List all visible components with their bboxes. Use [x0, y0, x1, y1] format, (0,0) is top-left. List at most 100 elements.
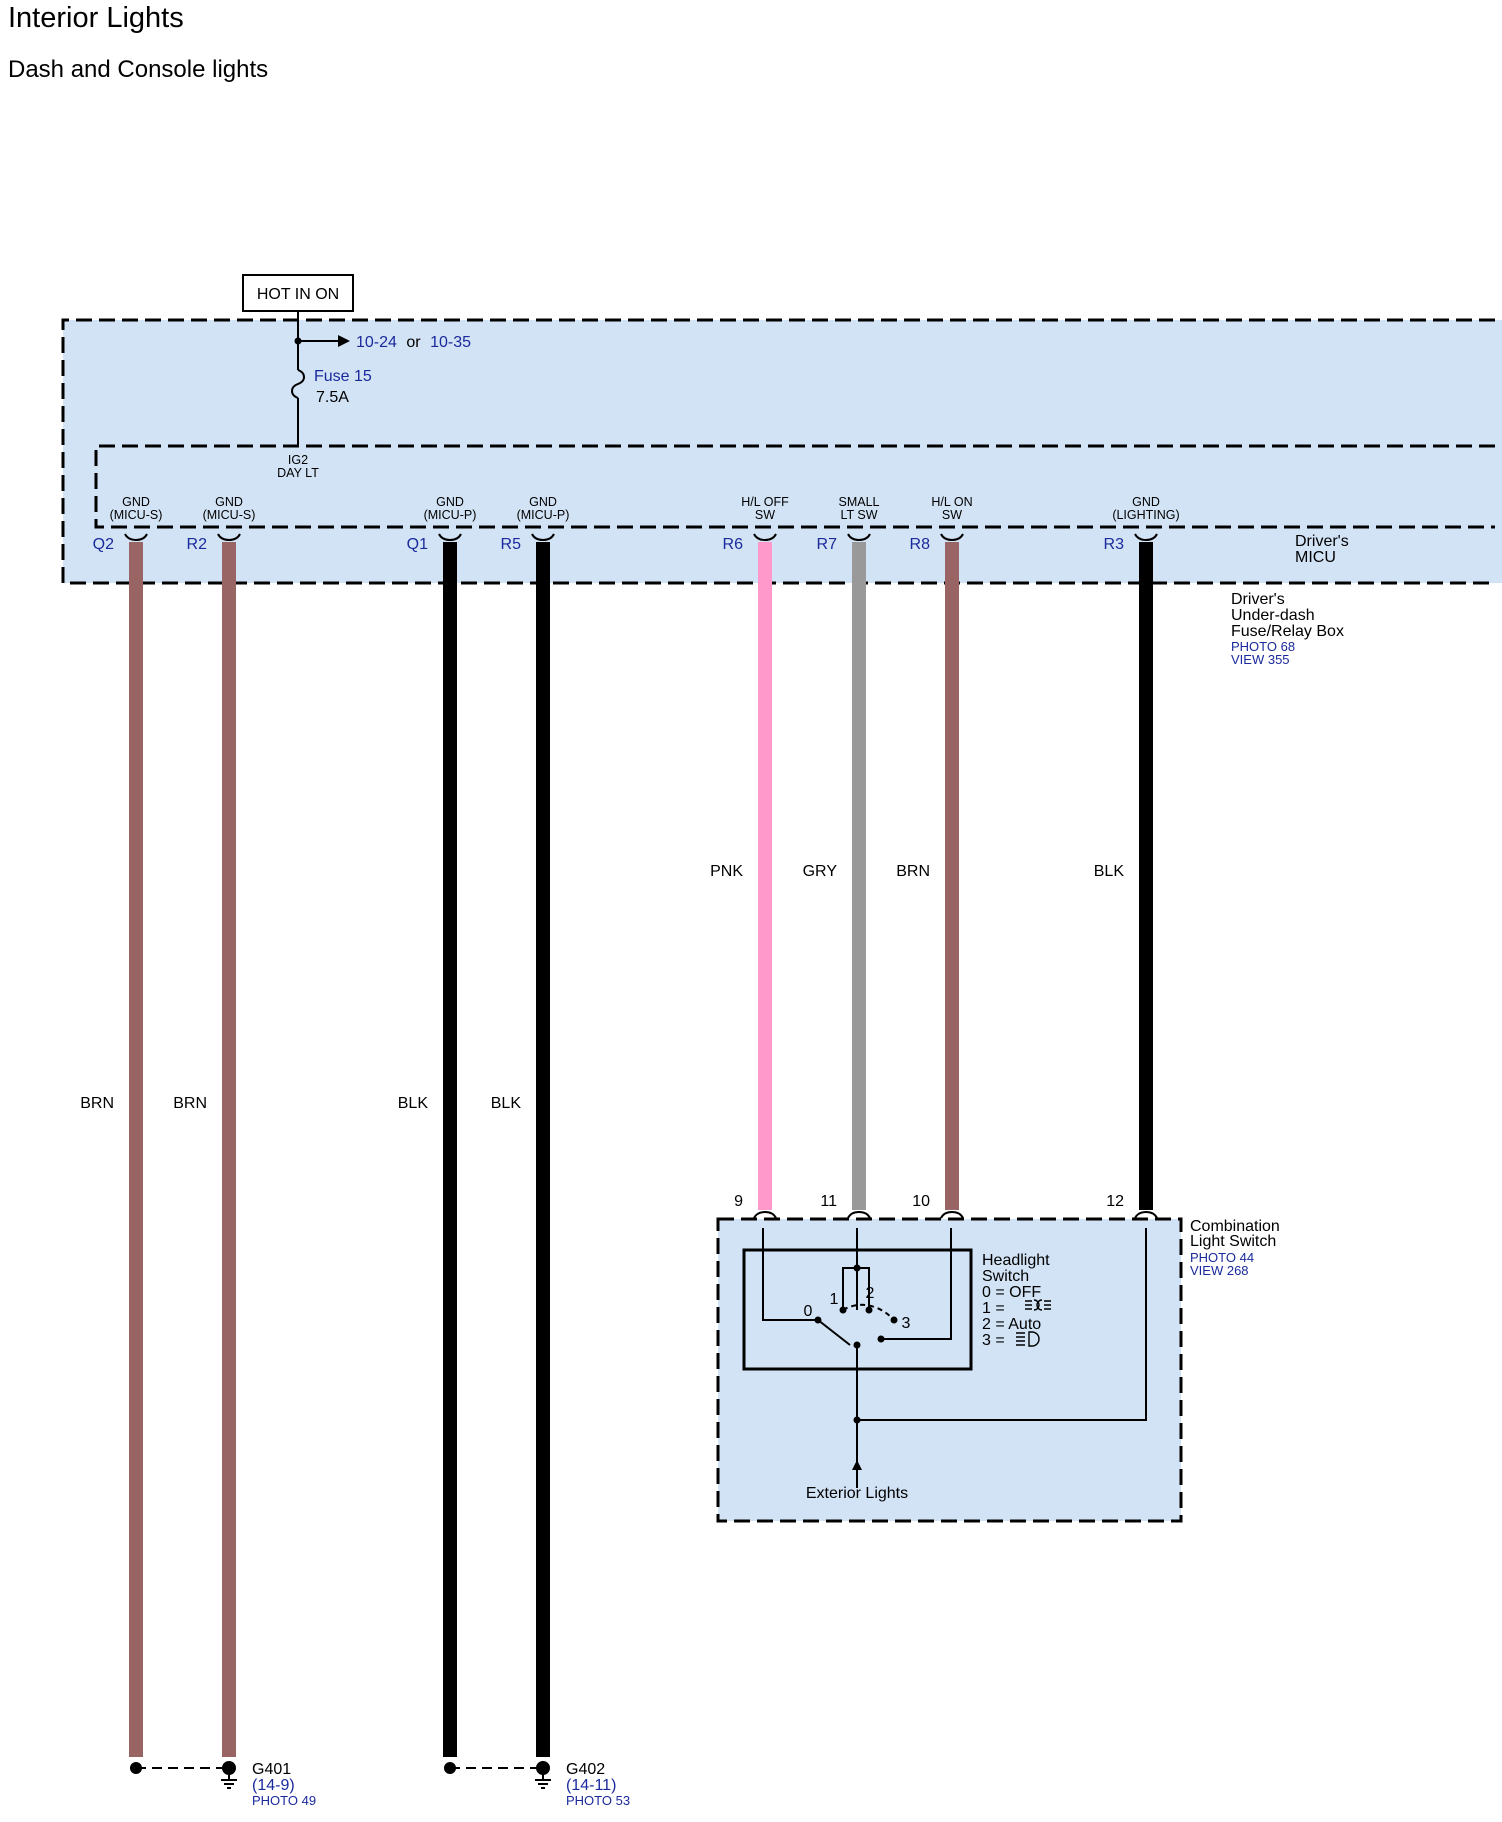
fusebox-name-2: Under-dash: [1231, 607, 1315, 624]
switch-contacts: [814, 1264, 898, 1470]
pin-r7-label: R7: [817, 536, 838, 553]
wire-r3-color: BLK: [1094, 863, 1125, 880]
wire-r2-color: BRN: [173, 1095, 207, 1112]
hot-in-on-label: HOT IN ON: [257, 286, 339, 303]
pin-r8-function-detail: SW: [942, 508, 962, 522]
connector-r3-icon: [1134, 533, 1158, 542]
ground-g402-ref-link[interactable]: (14-11): [566, 1777, 616, 1794]
pin-q1-function-detail: (MICU-P): [424, 508, 477, 522]
ref-10-24-link[interactable]: 10-24: [356, 334, 397, 351]
wire-q1-color: BLK: [398, 1095, 429, 1112]
switch-pos-1: 1: [830, 1291, 839, 1308]
pin-r8-function: H/L ON: [931, 495, 972, 509]
switch-connector-9-icon: [753, 1210, 777, 1219]
day-lt-label: DAY LT: [277, 466, 319, 480]
ground-g401-name: G401: [252, 1761, 291, 1778]
connector-r2-icon: [217, 533, 241, 542]
connector-r6-icon: [753, 533, 777, 542]
switch-name-1: Combination: [1190, 1218, 1280, 1235]
switch-pin-9-label: 9: [734, 1193, 743, 1210]
ground-g402-name: G402: [566, 1761, 605, 1778]
connector-r7-icon: [847, 533, 871, 542]
headlight-switch-name-2: Switch: [982, 1268, 1029, 1285]
pin-r3-function-detail: (LIGHTING): [1112, 508, 1179, 522]
pin-r6-function: H/L OFF: [741, 495, 789, 509]
fuse-15: [291, 311, 350, 446]
wire-q2-color: BRN: [80, 1095, 114, 1112]
wire-r5-color: BLK: [491, 1095, 522, 1112]
pin-r5-function-detail: (MICU-P): [517, 508, 570, 522]
pin-q1-label: Q1: [407, 536, 428, 553]
connector-r5-icon: [531, 533, 555, 542]
ground-g401-ref-link[interactable]: (14-9): [252, 1777, 295, 1794]
arrow-right-icon: [338, 335, 350, 347]
switch-box-outline: [716, 1217, 1183, 1523]
ground-g402-photo-link[interactable]: PHOTO 53: [566, 1793, 630, 1808]
micu-outline: [94, 444, 1495, 529]
switch-pos-2: 2: [866, 1285, 875, 1302]
switch-pin-11-label: 11: [820, 1193, 837, 1210]
switch-connector-11-icon: [847, 1210, 871, 1219]
page-title: Interior Lights: [8, 2, 184, 34]
switch-photo-link[interactable]: PHOTO 44: [1190, 1250, 1254, 1265]
fusebox-name-1: Driver's: [1231, 591, 1285, 608]
fusebox-view-link[interactable]: VIEW 355: [1231, 652, 1290, 667]
pin-r6-function-detail: SW: [755, 508, 775, 522]
pin-r6-label: R6: [723, 536, 744, 553]
exterior-lights-label: Exterior Lights: [806, 1485, 908, 1502]
pin-r7-function: SMALL: [839, 495, 880, 509]
legend-3: 3 =: [982, 1332, 1005, 1349]
pin-r3-label: R3: [1104, 536, 1125, 553]
switch-connector-12-icon: [1134, 1210, 1158, 1219]
ground-g401-icon: [221, 1761, 237, 1789]
pin-q2-function: GND: [122, 495, 150, 509]
page-subtitle: Dash and Console lights: [8, 56, 269, 83]
headlight-icon: [1016, 1331, 1040, 1347]
legend-1: 1 =: [982, 1300, 1005, 1317]
pin-r5-function: GND: [529, 495, 557, 509]
switch-name-2: Light Switch: [1190, 1233, 1276, 1250]
wire-r7-color: GRY: [803, 863, 838, 880]
pin-q2-label: Q2: [93, 536, 114, 553]
micu-name-1: Driver's: [1295, 533, 1349, 550]
pin-r2-label: R2: [187, 536, 208, 553]
ground-g402-icon: [535, 1761, 551, 1789]
connector-r8-icon: [940, 533, 964, 542]
pin-q2-function-detail: (MICU-S): [110, 508, 163, 522]
ig2-label: IG2: [288, 453, 308, 467]
wire-r6-color: PNK: [710, 863, 743, 880]
pin-r8-label: R8: [910, 536, 931, 553]
pin-r3-function: GND: [1132, 495, 1160, 509]
fusebox-photo-link[interactable]: PHOTO 68: [1231, 639, 1295, 654]
switch-connector-10-icon: [940, 1210, 964, 1219]
parking-lamp-icon: [1025, 1299, 1051, 1311]
arrow-up-icon: [852, 1460, 862, 1470]
wire-layer: GND(MICU-S)Q2BRNGND(MICU-S)R2BRNGND(MICU…: [80, 495, 1180, 1757]
pin-r2-function-detail: (MICU-S): [203, 508, 256, 522]
legend-off: 0 = OFF: [982, 1284, 1041, 1301]
fusebox-name-3: Fuse/Relay Box: [1231, 623, 1344, 640]
wire-r8-color: BRN: [896, 863, 930, 880]
connector-q2-icon: [124, 533, 148, 542]
switch-pin-10-label: 10: [912, 1193, 930, 1210]
fuse-box-outline: [61, 318, 1495, 585]
pin-r7-function-detail: LT SW: [840, 508, 877, 522]
ground-connections: [130, 1762, 543, 1774]
switch-pos-0: 0: [804, 1303, 813, 1320]
ref-10-35-link[interactable]: 10-35: [430, 334, 471, 351]
connector-q1-icon: [438, 533, 462, 542]
fuse-rating: 7.5A: [316, 389, 349, 406]
headlight-switch-name-1: Headlight: [982, 1252, 1050, 1269]
fuse-box-fill: [63, 320, 1502, 583]
switch-view-link[interactable]: VIEW 268: [1190, 1263, 1249, 1278]
micu-name-2: MICU: [1295, 549, 1336, 566]
switch-pin-12-label: 12: [1106, 1193, 1124, 1210]
pin-r5-label: R5: [501, 536, 522, 553]
svg-text:10-24 or 10-35: 10-24 or 10-35: [356, 334, 471, 351]
fuse-name: Fuse 15: [314, 368, 372, 385]
ref-or: or: [406, 334, 421, 351]
legend-auto: 2 = Auto: [982, 1316, 1041, 1333]
pin-r2-function: GND: [215, 495, 243, 509]
ground-g401-photo-link[interactable]: PHOTO 49: [252, 1793, 316, 1808]
